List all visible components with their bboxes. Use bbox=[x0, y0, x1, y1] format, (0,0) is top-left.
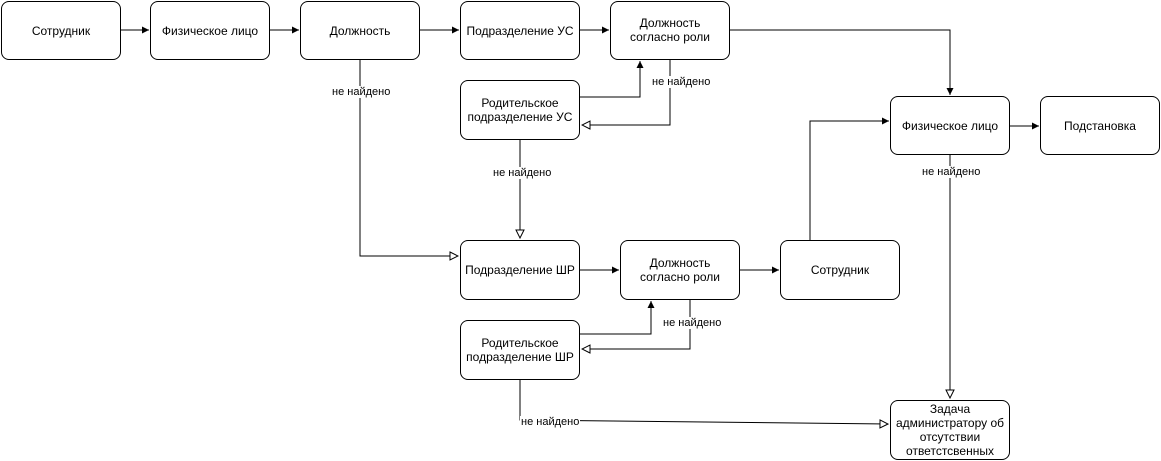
node-position[interactable]: Должность bbox=[300, 1, 420, 60]
node-unit-shr[interactable]: Подразделение ШР bbox=[460, 240, 580, 300]
edge-label-role-shr-not-found: не найдено bbox=[662, 317, 723, 329]
edge-role-us-to-parent-us bbox=[582, 60, 671, 125]
edge-position-to-unit-shr bbox=[359, 60, 458, 256]
edge-label-parent-shr-not-found: не найдено bbox=[520, 416, 581, 428]
node-parent-unit-shr[interactable]: Родительское подразделение ШР bbox=[460, 320, 580, 380]
node-admin-task[interactable]: Задача администратору об отсутствии отве… bbox=[890, 400, 1010, 460]
node-person-2[interactable]: Физическое лицо bbox=[890, 96, 1010, 155]
edge-role-us-to-person-2 bbox=[730, 29, 954, 95]
edge-employee-2-to-person-2 bbox=[809, 117, 889, 240]
node-role-position-us[interactable]: Должность согласно роли bbox=[610, 1, 730, 60]
node-substitution[interactable]: Подстановка bbox=[1040, 96, 1160, 155]
node-unit-us[interactable]: Подразделение УС bbox=[460, 1, 580, 60]
edge-label-parent-us-not-found: не найдено bbox=[492, 167, 553, 179]
edge-label-person-2-not-found: не найдено bbox=[921, 166, 982, 178]
node-employee-1[interactable]: Сотрудник bbox=[1, 1, 121, 60]
node-role-position-shr[interactable]: Должность согласно роли bbox=[620, 240, 740, 300]
edge-role-shr-to-parent-shr bbox=[582, 300, 691, 349]
edge-parent-shr-to-role-shr bbox=[580, 301, 655, 335]
node-parent-unit-us[interactable]: Родительское подразделение УС bbox=[460, 80, 580, 140]
edge-label-role-us-not-found: не найдено bbox=[651, 76, 712, 88]
edge-parent-us-to-role-us bbox=[580, 61, 644, 98]
edge-label-position-not-found: не найдено bbox=[331, 86, 392, 98]
node-employee-2[interactable]: Сотрудник bbox=[780, 240, 900, 300]
node-person-1[interactable]: Физическое лицо bbox=[150, 1, 270, 60]
